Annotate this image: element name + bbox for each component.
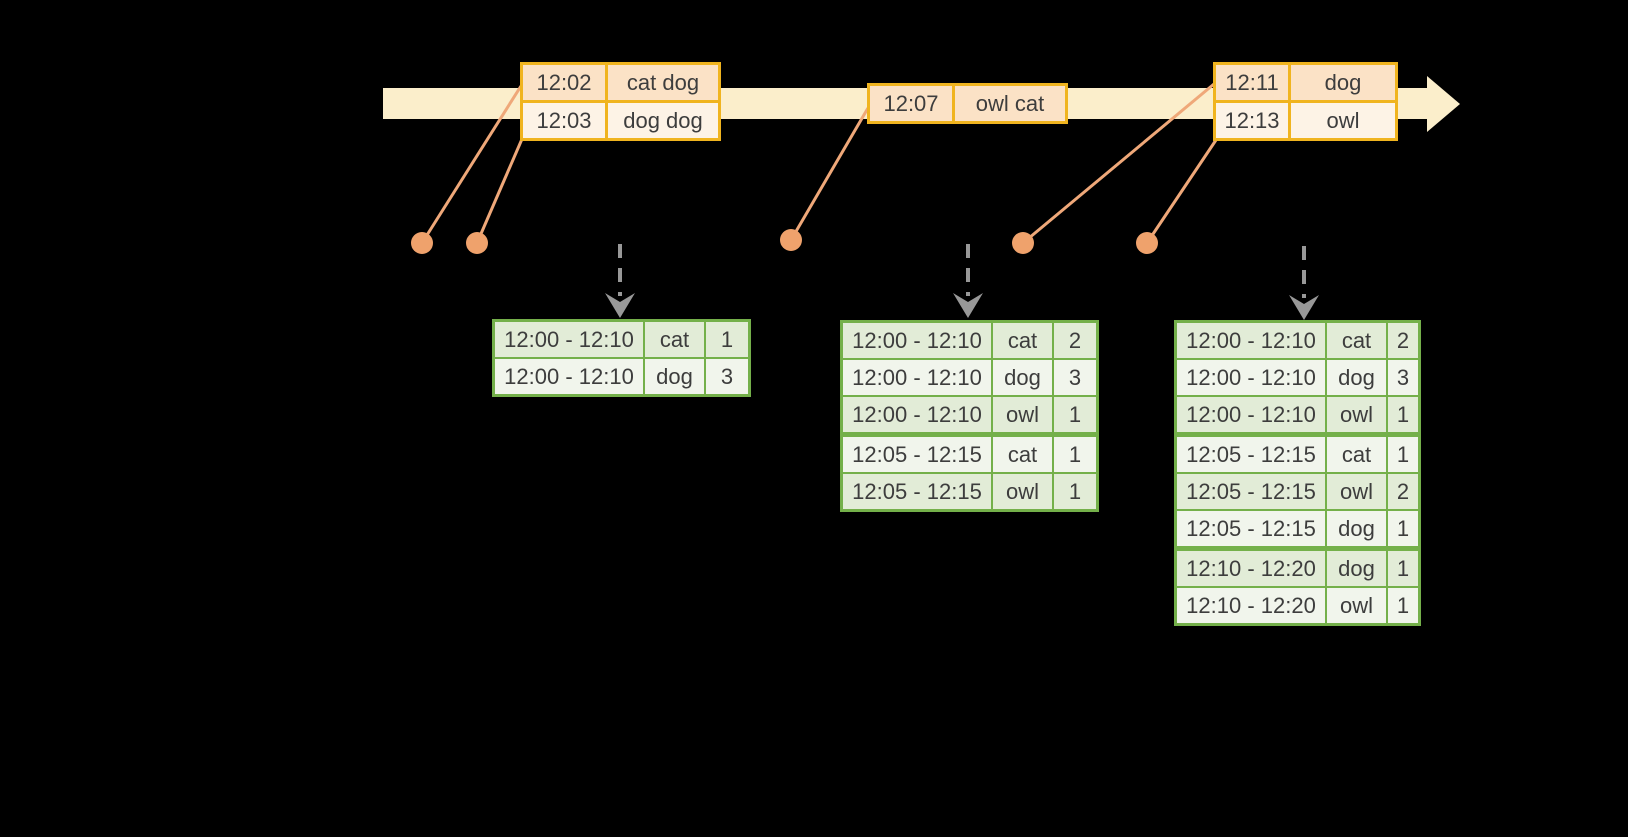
event-time-cell: 12:13 xyxy=(1216,103,1288,138)
arrow-down-icon xyxy=(1289,295,1319,320)
event-marker-dot xyxy=(780,229,802,251)
result-word-cell: owl xyxy=(991,397,1052,432)
event-table-3: 12:11 dog 12:13 owl xyxy=(1213,62,1398,141)
trigger-arrow xyxy=(1289,246,1319,320)
result-count-cell: 1 xyxy=(1386,588,1418,623)
event-time-cell: 12:07 xyxy=(870,86,952,121)
connector-line xyxy=(420,85,523,244)
result-count-cell: 2 xyxy=(1386,474,1418,509)
result-table-1: 12:00 - 12:10 cat 1 12:00 - 12:10 dog 3 xyxy=(492,319,751,397)
result-word-cell: cat xyxy=(991,437,1052,472)
event-time-cell: 12:02 xyxy=(523,65,605,100)
event-row: 12:02 cat dog xyxy=(523,65,718,100)
event-row: 12:07 owl cat xyxy=(870,86,1065,121)
result-window-cell: 12:05 - 12:15 xyxy=(1177,437,1325,472)
result-window-cell: 12:00 - 12:10 xyxy=(495,359,643,394)
result-word-cell: dog xyxy=(1325,551,1386,586)
event-marker-dot xyxy=(1136,232,1158,254)
connector-line xyxy=(475,138,524,244)
result-count-cell: 1 xyxy=(1052,437,1096,472)
result-row: 12:05 - 12:15 dog 1 xyxy=(1177,509,1418,546)
event-row: 12:13 owl xyxy=(1216,100,1395,138)
result-window-cell: 12:10 - 12:20 xyxy=(1177,551,1325,586)
result-word-cell: cat xyxy=(1325,437,1386,472)
result-word-cell: cat xyxy=(991,323,1052,358)
trigger-arrow xyxy=(605,244,635,318)
result-word-cell: cat xyxy=(1325,323,1386,358)
result-window-cell: 12:05 - 12:15 xyxy=(843,437,991,472)
event-row: 12:11 dog xyxy=(1216,65,1395,100)
event-table-2: 12:07 owl cat xyxy=(867,83,1068,124)
result-window-cell: 12:05 - 12:15 xyxy=(1177,474,1325,509)
event-time-cell: 12:03 xyxy=(523,103,605,138)
event-table-1: 12:02 cat dog 12:03 dog dog xyxy=(520,62,721,141)
result-row: 12:00 - 12:10 cat 2 xyxy=(843,323,1096,358)
result-word-cell: dog xyxy=(1325,511,1386,546)
result-row: 12:00 - 12:10 dog 3 xyxy=(495,357,748,394)
result-table-2: 12:00 - 12:10 cat 2 12:00 - 12:10 dog 3 … xyxy=(840,320,1099,512)
timeline-arrowhead-icon xyxy=(1427,76,1460,132)
result-word-cell: dog xyxy=(991,360,1052,395)
event-words-cell: dog dog xyxy=(605,103,718,138)
event-row: 12:03 dog dog xyxy=(523,100,718,138)
result-row: 12:05 - 12:15 owl 1 xyxy=(843,472,1096,509)
result-count-cell: 1 xyxy=(1386,511,1418,546)
result-count-cell: 1 xyxy=(1052,397,1096,432)
result-word-cell: owl xyxy=(1325,474,1386,509)
result-window-cell: 12:10 - 12:20 xyxy=(1177,588,1325,623)
result-word-cell: owl xyxy=(1325,397,1386,432)
result-count-cell: 1 xyxy=(1386,437,1418,472)
result-row: 12:00 - 12:10 owl 1 xyxy=(843,395,1096,432)
arrow-down-icon xyxy=(605,293,635,318)
result-window-cell: 12:00 - 12:10 xyxy=(495,322,643,357)
result-count-cell: 1 xyxy=(1052,474,1096,509)
result-row: 12:05 - 12:15 cat 1 xyxy=(1177,432,1418,472)
result-count-cell: 1 xyxy=(1386,397,1418,432)
result-count-cell: 3 xyxy=(1386,360,1418,395)
connector-line xyxy=(1022,82,1215,245)
result-word-cell: owl xyxy=(1325,588,1386,623)
result-row: 12:00 - 12:10 owl 1 xyxy=(1177,395,1418,432)
connector-line xyxy=(1145,139,1218,244)
event-words-cell: cat dog xyxy=(605,65,718,100)
result-word-cell: dog xyxy=(643,359,704,394)
result-row: 12:10 - 12:20 dog 1 xyxy=(1177,546,1418,586)
result-count-cell: 2 xyxy=(1052,323,1096,358)
result-window-cell: 12:05 - 12:15 xyxy=(1177,511,1325,546)
result-count-cell: 1 xyxy=(1386,551,1418,586)
result-window-cell: 12:05 - 12:15 xyxy=(843,474,991,509)
result-row: 12:00 - 12:10 cat 2 xyxy=(1177,323,1418,358)
event-marker-dot xyxy=(466,232,488,254)
event-time-cell: 12:11 xyxy=(1216,65,1288,100)
event-marker-dot xyxy=(411,232,433,254)
result-table-3: 12:00 - 12:10 cat 2 12:00 - 12:10 dog 3 … xyxy=(1174,320,1421,626)
arrow-down-icon xyxy=(953,293,983,318)
event-marker-dot xyxy=(1012,232,1034,254)
connector-line xyxy=(789,107,870,241)
result-row: 12:00 - 12:10 dog 3 xyxy=(1177,358,1418,395)
result-count-cell: 1 xyxy=(704,322,748,357)
result-count-cell: 3 xyxy=(1052,360,1096,395)
result-row: 12:05 - 12:15 owl 2 xyxy=(1177,472,1418,509)
event-words-cell: dog xyxy=(1288,65,1395,100)
result-word-cell: owl xyxy=(991,474,1052,509)
result-row: 12:05 - 12:15 cat 1 xyxy=(843,432,1096,472)
result-window-cell: 12:00 - 12:10 xyxy=(843,323,991,358)
result-word-cell: dog xyxy=(1325,360,1386,395)
event-words-cell: owl xyxy=(1288,103,1395,138)
result-window-cell: 12:00 - 12:10 xyxy=(1177,323,1325,358)
result-window-cell: 12:00 - 12:10 xyxy=(843,397,991,432)
event-words-cell: owl cat xyxy=(952,86,1065,121)
result-word-cell: cat xyxy=(643,322,704,357)
result-count-cell: 3 xyxy=(704,359,748,394)
result-window-cell: 12:00 - 12:10 xyxy=(1177,360,1325,395)
result-count-cell: 2 xyxy=(1386,323,1418,358)
result-row: 12:00 - 12:10 dog 3 xyxy=(843,358,1096,395)
result-window-cell: 12:00 - 12:10 xyxy=(843,360,991,395)
result-row: 12:10 - 12:20 owl 1 xyxy=(1177,586,1418,623)
result-row: 12:00 - 12:10 cat 1 xyxy=(495,322,748,357)
result-window-cell: 12:00 - 12:10 xyxy=(1177,397,1325,432)
trigger-arrow xyxy=(953,244,983,318)
